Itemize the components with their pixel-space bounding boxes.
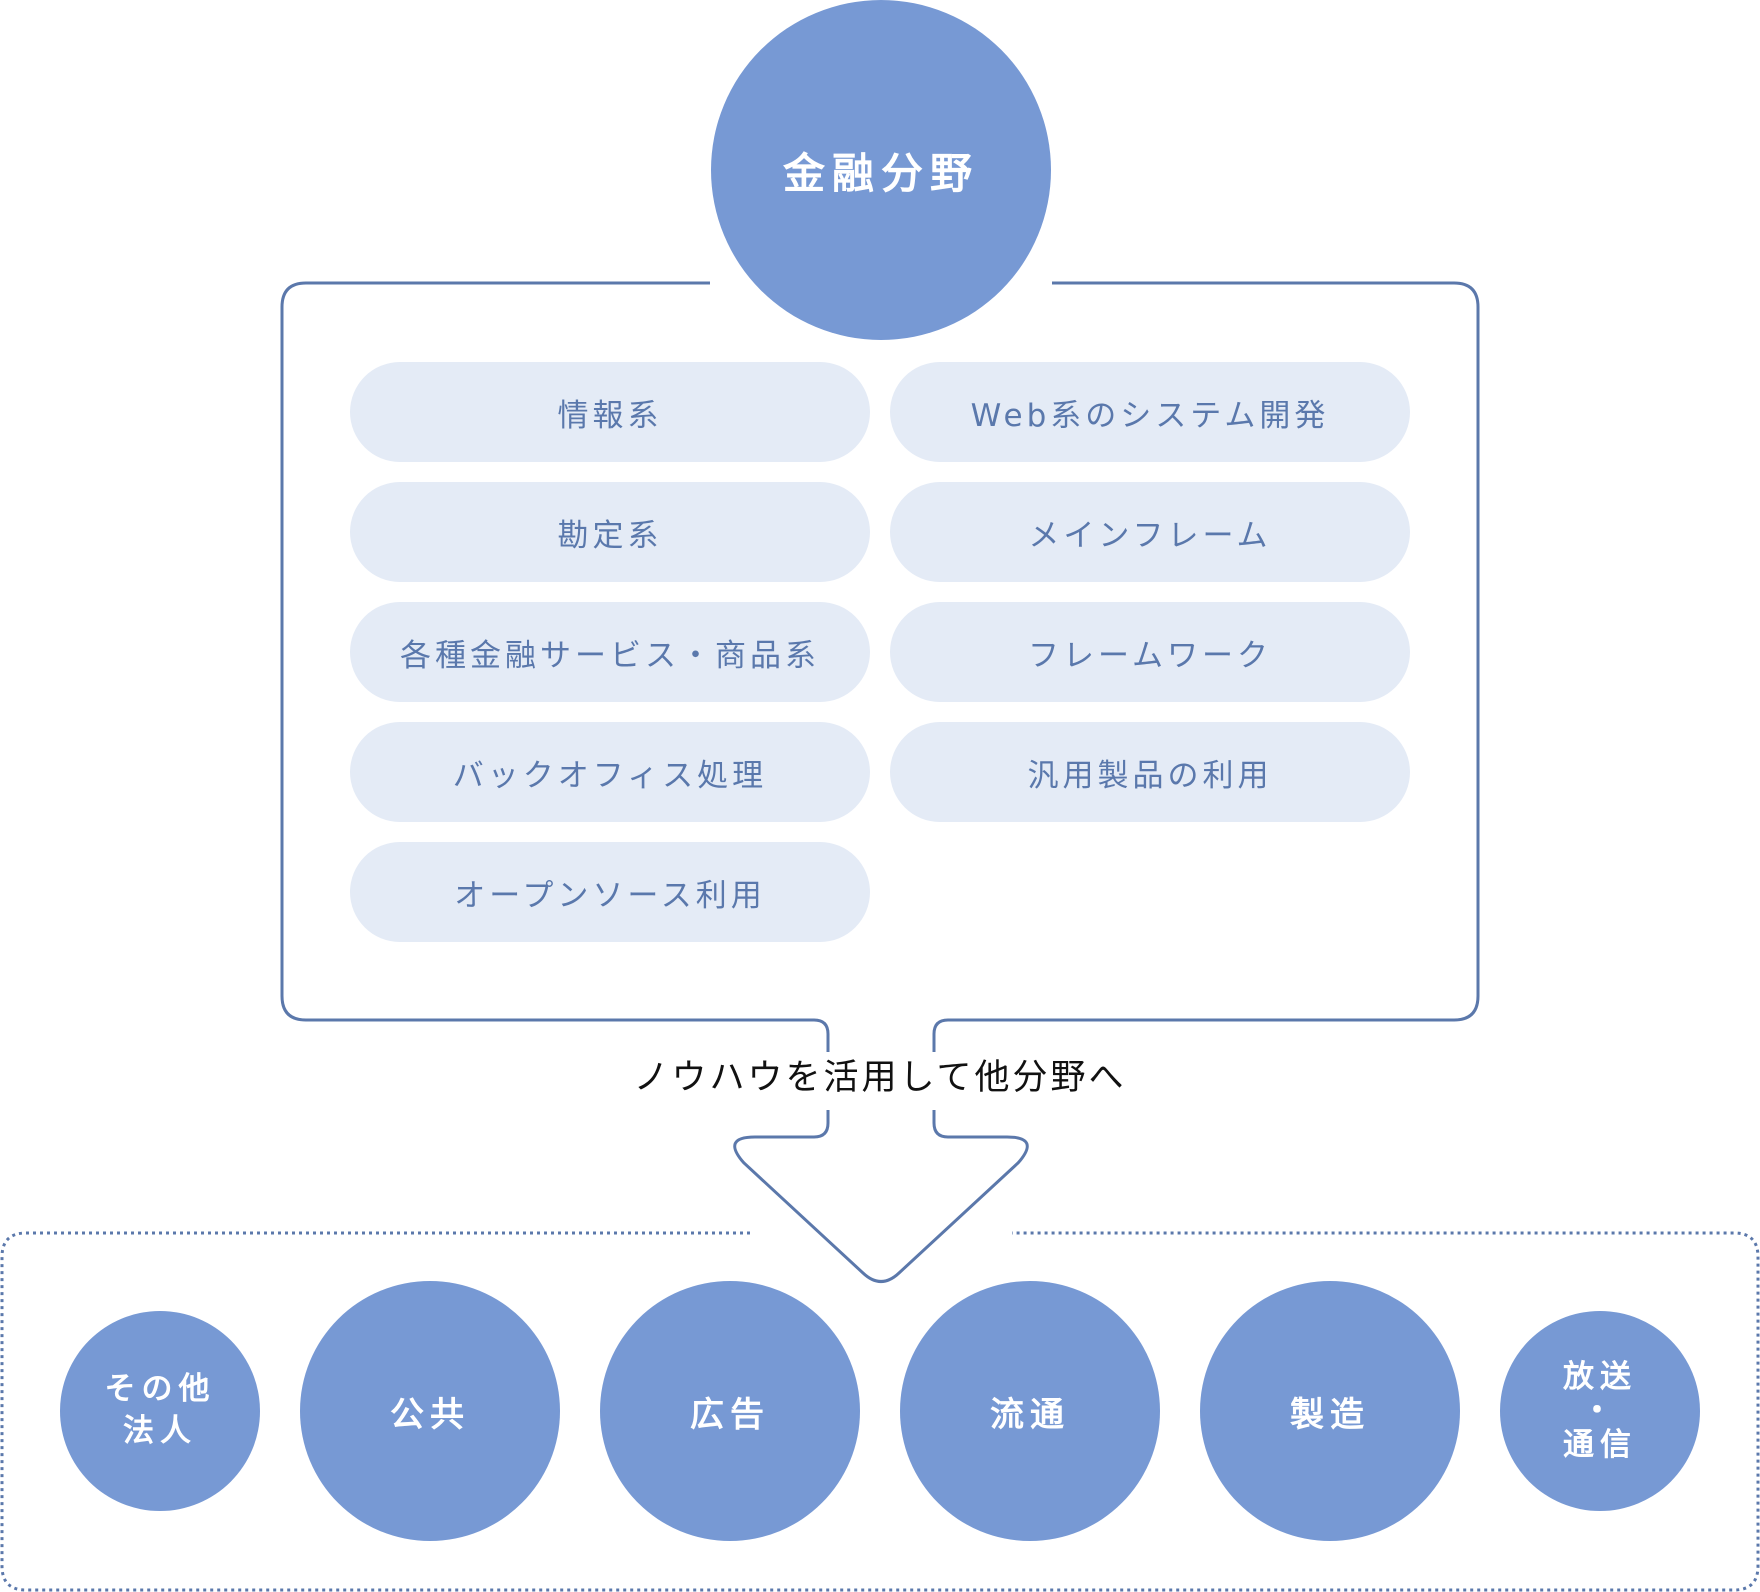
field-circle-advertising: 広告 (600, 1281, 860, 1541)
field-label: 公共 (390, 1394, 470, 1435)
field-label: 製造 (1290, 1394, 1370, 1435)
field-circle-manufacturing: 製造 (1200, 1281, 1460, 1541)
upper-frame (280, 281, 1480, 1283)
category-label: 情報系 (557, 397, 663, 434)
category-label: 各種金融サービス・商品系 (400, 637, 820, 674)
category-pill-general-products: 汎用製品の利用 (890, 722, 1410, 822)
category-pill-information: 情報系 (350, 362, 870, 462)
category-label: フレームワーク (1027, 637, 1273, 674)
category-label: 勘定系 (557, 517, 663, 554)
field-label: 広告 (690, 1394, 770, 1435)
category-pill-mainframe: メインフレーム (890, 482, 1410, 582)
finance-field-circle: 金融分野 (711, 0, 1051, 340)
category-pill-back-office: バックオフィス処理 (350, 722, 870, 822)
category-label: バックオフィス処理 (452, 757, 768, 794)
field-circle-broadcasting-telecom: 放送 ・ 通信 (1500, 1311, 1700, 1511)
category-pill-open-source: オープンソース利用 (350, 842, 870, 942)
bridge-text: ノウハウを活用して他分野へ (633, 1058, 1127, 1098)
finance-field-label: 金融分野 (782, 148, 979, 198)
category-pill-financial-services: 各種金融サービス・商品系 (350, 602, 870, 702)
category-pill-framework: フレームワーク (890, 602, 1410, 702)
bridge-mask (620, 1052, 1140, 1110)
field-circle-other-corporations: その他 法人 (60, 1311, 260, 1511)
field-circle-public: 公共 (300, 1281, 560, 1541)
category-pill-accounting: 勘定系 (350, 482, 870, 582)
category-pill-web-development: Web系のシステム開発 (890, 362, 1410, 462)
field-label: 放送 ・ 通信 (1563, 1358, 1637, 1464)
category-label: オープンソース利用 (454, 877, 766, 914)
field-label: 流通 (990, 1394, 1070, 1435)
category-label: メインフレーム (1028, 517, 1272, 554)
field-circle-distribution: 流通 (900, 1281, 1160, 1541)
category-label: Web系のシステム開発 (970, 397, 1330, 434)
lower-frame (0, 1231, 1760, 1592)
category-label: 汎用製品の利用 (1027, 757, 1273, 794)
field-label: その他 法人 (104, 1371, 216, 1449)
